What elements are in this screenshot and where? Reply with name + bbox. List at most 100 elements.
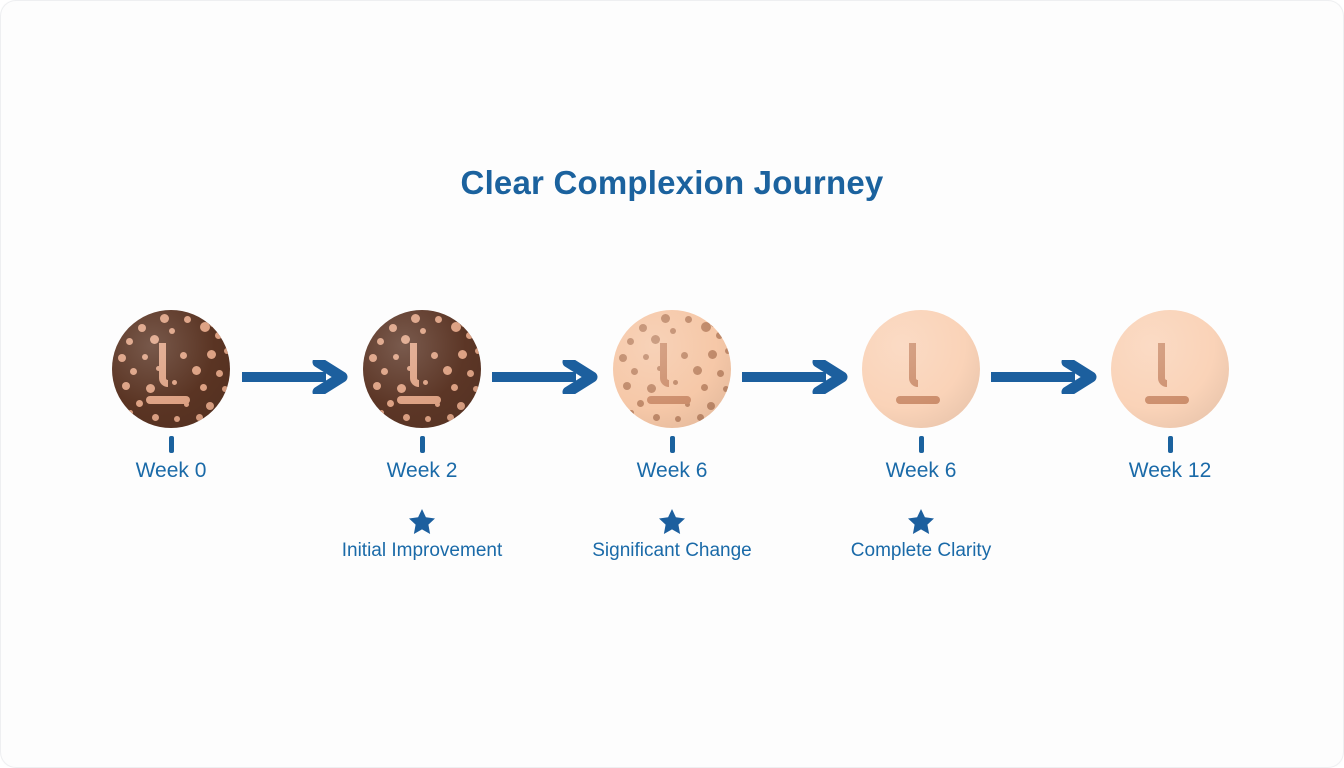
blemish-spot-icon xyxy=(222,386,228,392)
star-icon xyxy=(409,509,435,534)
blemish-spot-icon xyxy=(708,350,717,359)
blemish-spot-icon xyxy=(661,314,670,323)
blemish-spot-icon xyxy=(651,335,660,344)
blemish-spot-icon xyxy=(160,314,169,323)
tick-mark-icon xyxy=(1167,436,1173,453)
blemish-spot-icon xyxy=(387,400,394,407)
blemish-spot-icon xyxy=(118,354,126,362)
nose-icon xyxy=(410,343,419,387)
blemish-spot-icon xyxy=(377,338,384,345)
blemish-spot-icon xyxy=(647,384,656,393)
blemish-spot-icon xyxy=(369,354,377,362)
blemish-spot-icon xyxy=(673,380,678,385)
star-icon xyxy=(908,509,934,534)
blemish-spot-icon xyxy=(210,322,215,327)
blemish-spot-icon xyxy=(643,354,649,360)
milestone-label: Initial Improvement xyxy=(341,540,503,561)
face-shading xyxy=(613,310,731,428)
blemish-spot-icon xyxy=(420,328,426,334)
milestone: Complete Clarity xyxy=(821,509,1021,562)
blemish-spot-icon xyxy=(717,370,724,377)
blemish-spot-icon xyxy=(196,414,203,421)
arrow-right-icon xyxy=(492,356,602,398)
blemish-spot-icon xyxy=(150,335,159,344)
mouth-icon xyxy=(146,396,190,404)
face-icon xyxy=(862,310,980,428)
milestone-label: Complete Clarity xyxy=(850,540,992,561)
nose-icon xyxy=(909,343,918,387)
blemish-spot-icon xyxy=(397,384,406,393)
blemish-spot-icon xyxy=(379,410,384,415)
face-shading xyxy=(112,310,230,428)
blemish-spot-icon xyxy=(435,402,440,407)
timeline-stage[interactable]: Week 0 xyxy=(71,300,271,600)
blemish-spot-icon xyxy=(192,366,201,375)
blemish-spot-icon xyxy=(443,366,452,375)
blemish-spot-icon xyxy=(200,322,210,332)
blemish-spot-icon xyxy=(466,332,473,339)
blemish-spot-icon xyxy=(393,354,399,360)
blemish-spot-icon xyxy=(639,324,647,332)
milestone-label: Significant Change xyxy=(592,540,752,561)
blemish-spot-icon xyxy=(138,324,146,332)
face-icon xyxy=(112,310,230,428)
milestone: Initial Improvement xyxy=(322,509,522,562)
blemish-spot-icon xyxy=(172,380,177,385)
blemish-spot-icon xyxy=(631,368,638,375)
mouth-icon xyxy=(1145,396,1189,404)
blemish-spot-icon xyxy=(653,414,660,421)
blemish-spot-icon xyxy=(451,384,458,391)
blemish-spot-icon xyxy=(423,380,428,385)
blemish-spot-icon xyxy=(407,366,412,371)
blemish-spot-icon xyxy=(152,414,159,421)
blemish-spot-icon xyxy=(206,402,214,410)
blemish-spot-icon xyxy=(435,316,442,323)
blemish-spot-icon xyxy=(685,402,690,407)
stage-label: Week 2 xyxy=(386,459,458,482)
blemish-spot-icon xyxy=(697,414,704,421)
blemish-spot-icon xyxy=(180,352,187,359)
blemish-spot-icon xyxy=(381,368,388,375)
tick-mark-icon xyxy=(168,436,174,453)
blemish-spot-icon xyxy=(637,400,644,407)
timeline-stage[interactable]: Week 2 Initial Improvement xyxy=(322,300,522,600)
timeline-stage[interactable]: Week 12 xyxy=(1070,300,1270,600)
blemish-spot-icon xyxy=(220,408,225,413)
face-shading xyxy=(862,310,980,428)
blemish-spot-icon xyxy=(389,324,397,332)
arrow-right-icon xyxy=(741,356,852,398)
blemish-spot-icon xyxy=(126,338,133,345)
blemish-spot-icon xyxy=(136,400,143,407)
arrow-right-icon xyxy=(241,356,352,398)
blemish-spot-icon xyxy=(475,348,481,354)
blemish-spot-icon xyxy=(725,348,731,354)
tick-mark-icon xyxy=(918,436,924,453)
blemish-spot-icon xyxy=(701,384,708,391)
star-icon xyxy=(659,509,685,534)
face-shading xyxy=(363,310,481,428)
blemish-spot-icon xyxy=(458,350,467,359)
face-icon xyxy=(1111,310,1229,428)
blemish-spot-icon xyxy=(721,408,726,413)
blemish-spot-icon xyxy=(473,386,479,392)
blemish-spot-icon xyxy=(716,332,723,339)
face-icon xyxy=(613,310,731,428)
stage-label: Week 0 xyxy=(135,459,207,482)
blemish-spot-icon xyxy=(685,316,692,323)
blemish-spot-icon xyxy=(467,370,474,377)
face-icon xyxy=(363,310,481,428)
blemish-spot-icon xyxy=(670,328,676,334)
nose-icon xyxy=(159,343,168,387)
blemish-spot-icon xyxy=(184,402,189,407)
blemish-spot-icon xyxy=(130,368,137,375)
blemish-spot-icon xyxy=(142,354,148,360)
nose-icon xyxy=(1158,343,1167,387)
blemish-spot-icon xyxy=(200,384,207,391)
nose-icon xyxy=(660,343,669,387)
blemish-spot-icon xyxy=(701,322,711,332)
blemish-spot-icon xyxy=(711,322,716,327)
milestone: Significant Change xyxy=(572,509,772,562)
